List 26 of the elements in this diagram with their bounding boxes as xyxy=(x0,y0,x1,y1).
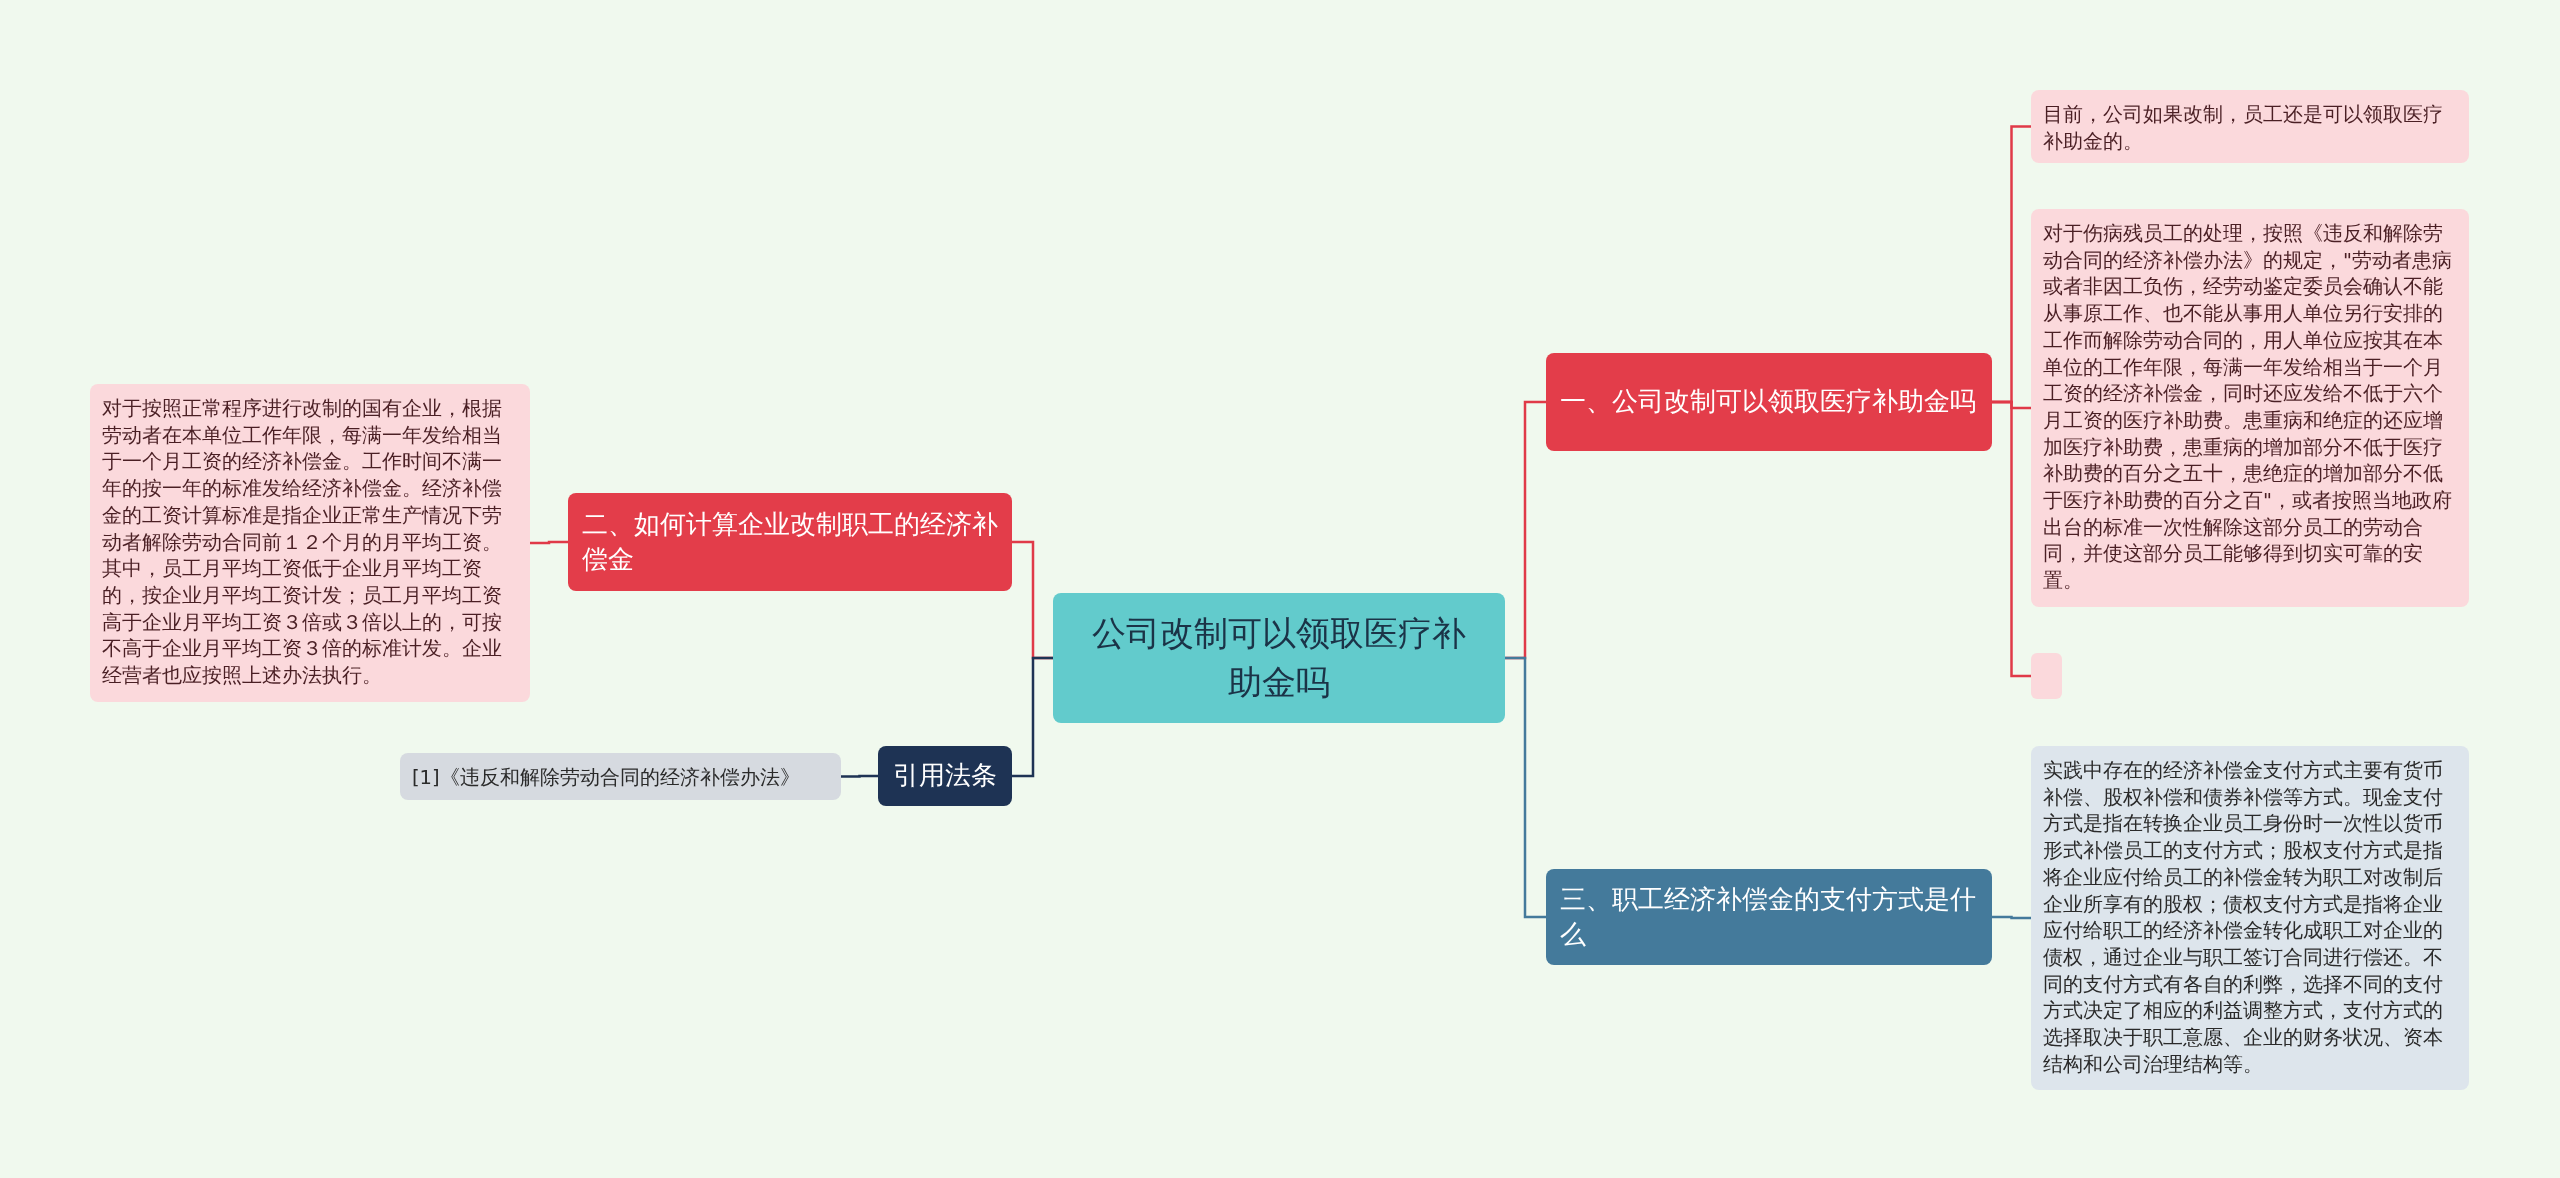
connector-line xyxy=(1505,656,1546,919)
note-text: 对于按照正常程序进行改制的国有企业，根据劳动者在本单位工作年限，每满一年发给相当于一个月工资的经济补偿金。工作时间不满一年的按一年的标准发给经济补偿金。经济补偿金的工资计算标准是指企业正常生产情况下劳动者解除劳动合同前１２个月的月平均工资。其中，员工月平均工资低于企业月平均工资的，按企业月平均工资计发；员工月平均工资高于企业月平均工资３倍或３倍以上的，可按不高于企业月平均工资３倍的标准计发。企业经营者也应按照上述办法执行。 xyxy=(102,396,503,690)
topic-box xyxy=(878,746,1012,806)
topic-title: 公司改制可以领取医疗补助金吗 xyxy=(1091,611,1467,704)
connector-line xyxy=(841,774,878,778)
note-box xyxy=(2031,90,2469,163)
empty-box xyxy=(2031,653,2062,699)
note-text: 实践中存在的经济补偿金支付方式主要有货币补偿、股权补偿和债券补偿等方式。现金支付方式是指在转换企业员工身份时一次性以货币形式补偿员工的支付方式；股权支付方式是指将企业应付给员工的补偿金转为职工对改制后企业所享有的股权；债权支付方式是指将企业应付给职工的经济补偿金转化成职工对企业的债权，通过企业与职工签订合同进行偿还。不同的支付方式有各自的利弊，选择不同的支付方式决定了相应的利益调整方式，支付方式的选择取决于职工意愿、企业的财务状况、资本结构和公司治理结构等。 xyxy=(2043,758,2444,1078)
topic-box xyxy=(568,493,1012,591)
connector-line xyxy=(1012,656,1053,778)
note-box xyxy=(2031,746,2469,1091)
note-box xyxy=(400,753,841,800)
central-topic xyxy=(1053,593,1505,723)
note-text: 目前，公司如果改制，员工还是可以领取医疗补助金的。 xyxy=(2043,102,2444,155)
note-text: 对于伤病残员工的处理，按照《违反和解除劳动合同的经济补偿办法》的规定，"劳动者患病或者非因工负伤，经劳动鉴定委员会确认不能从事原工作、也不能从事用人单位另行安排的工作而解除劳动合同的，用人单位应按其在本单位的工作年限，每满一年发给相当于一个月工资的经济补偿金，同时还应发给不低于六个月工资的医疗补助费。患重病和绝症的还应增加医疗补助费，患重病的增加部分不低于医疗补助费的百分之五十，患绝症的增加部分不低于医疗补助费的百分之百"，或者按照当地政府出台的标准一次性解除这部分员工的劳动合同，并使这部分员工能够得到切实可靠的安置。 xyxy=(2043,221,2453,595)
connector-line xyxy=(530,540,568,545)
note-text: [1]《违反和解除劳动合同的经济补偿办法》 xyxy=(412,765,801,791)
topic-label: 三、职工经济补偿金的支付方式是什么 xyxy=(1560,882,1977,951)
topic-label: 二、如何计算企业改制职工的经济补偿金 xyxy=(582,507,998,576)
topic-label: 一、公司改制可以领取医疗补助金吗 xyxy=(1560,385,1976,419)
note-box xyxy=(90,384,530,702)
connector-line xyxy=(1992,400,2031,678)
topic-box xyxy=(1546,869,1992,965)
connector-line xyxy=(1992,915,2031,920)
topic-label: 引用法条 xyxy=(893,759,997,793)
topic-box xyxy=(1546,353,1992,451)
